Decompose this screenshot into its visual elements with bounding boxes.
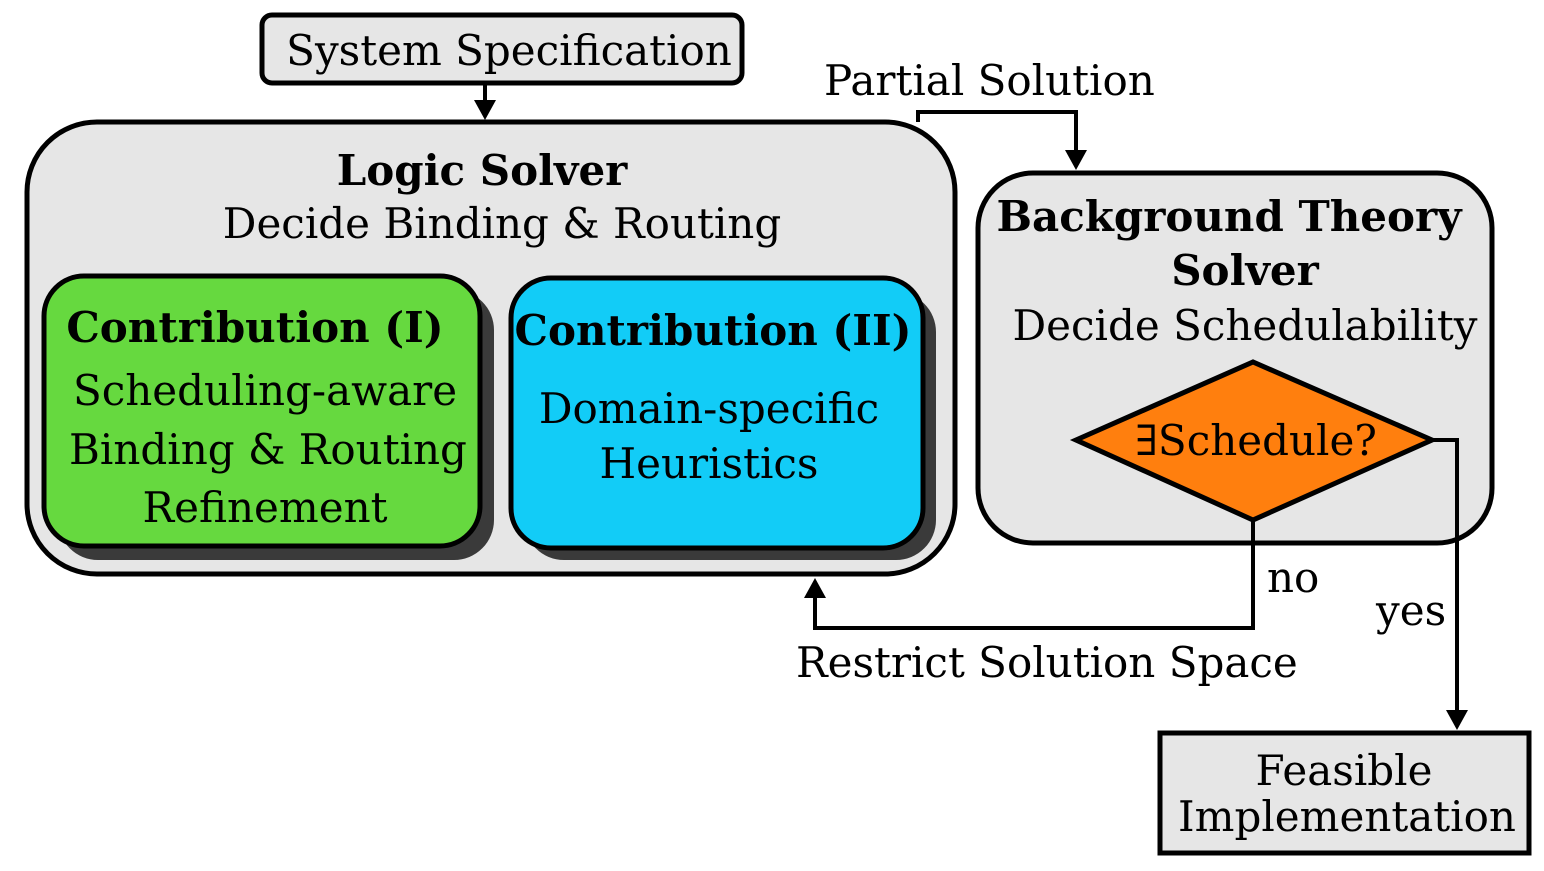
system-spec-label: System Specification: [286, 26, 732, 75]
contribution-2-box: [508, 275, 926, 551]
yes-label: yes: [1376, 586, 1447, 635]
feasible-implementation-box: [1157, 730, 1532, 856]
contribution-1-title: Contribution (I): [66, 303, 444, 352]
contribution-1-line1: Scheduling-aware: [72, 366, 458, 415]
background-solver-title-2: Solver: [1171, 246, 1319, 295]
contribution-1-line3: Refinement: [142, 483, 388, 532]
contribution-1-box: [41, 273, 483, 549]
contribution-2-line1: Domain-specific: [538, 384, 880, 433]
partial-solution-label: Partial Solution: [824, 56, 1155, 105]
background-solver-title-1: Background Theory: [996, 192, 1462, 241]
arrow-no-restrict: [813, 520, 1255, 630]
feasible-label-2: Implementation: [1178, 792, 1516, 841]
logic-solver-title: Logic Solver: [336, 146, 628, 195]
arrow-yes-feasible: [1432, 438, 1459, 718]
no-label: no: [1267, 553, 1320, 602]
contribution-2-title: Contribution (II): [514, 306, 912, 355]
contribution-1-line2: Binding & Routing: [69, 425, 467, 474]
feasible-label-1: Feasible: [1255, 746, 1433, 795]
system-spec-box: [259, 12, 745, 86]
background-solver-subtitle: Decide Schedulability: [1012, 301, 1478, 350]
schedule-decision-label: ∃Schedule?: [1135, 416, 1377, 465]
contribution-2-line2: Heuristics: [599, 439, 819, 488]
arrow-partial-solution: [916, 110, 1078, 160]
logic-solver-subtitle: Decide Binding & Routing: [222, 199, 782, 248]
restrict-solution-label: Restrict Solution Space: [796, 638, 1298, 687]
